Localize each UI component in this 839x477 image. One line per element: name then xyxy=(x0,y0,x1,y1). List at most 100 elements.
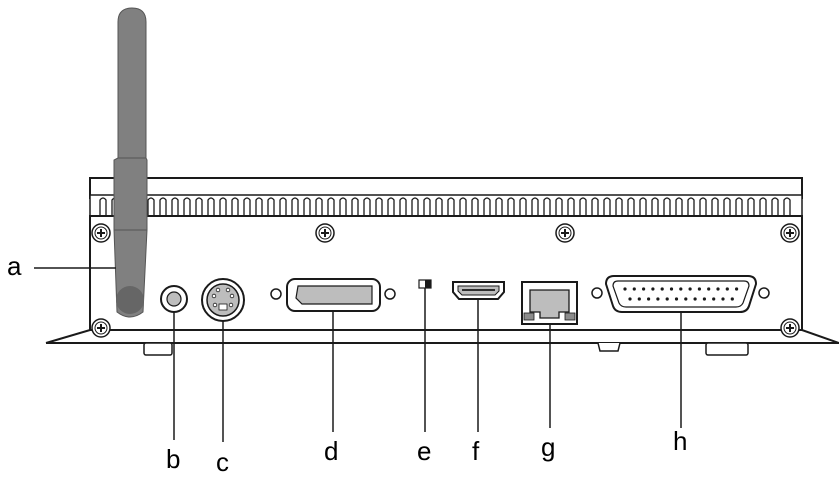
screw-icon xyxy=(315,223,335,243)
heat-sink-fin xyxy=(543,197,551,216)
pin xyxy=(679,287,683,291)
display-port-connector xyxy=(270,278,396,312)
audio-jack-port xyxy=(160,285,188,313)
heat-sink-fin xyxy=(303,197,311,216)
pin xyxy=(721,297,725,301)
heat-sink-fin xyxy=(747,197,755,216)
heat-sink-fin xyxy=(375,197,383,216)
pin xyxy=(688,287,692,291)
heat-sink-fin xyxy=(663,197,671,216)
callout-label-f: f xyxy=(472,436,480,466)
heat-sink-fin xyxy=(279,197,287,216)
heat-sink-fin xyxy=(687,197,695,216)
heat-sink-fin xyxy=(399,197,407,216)
heat-sink-fin xyxy=(603,197,611,216)
pin xyxy=(647,297,651,301)
heat-sink-fin xyxy=(147,197,155,216)
pin xyxy=(707,287,711,291)
base-flange xyxy=(45,329,839,356)
callout-label-g: g xyxy=(541,432,556,462)
pin xyxy=(697,287,702,291)
heat-sink-fin xyxy=(615,197,623,216)
heat-sink-fin xyxy=(483,197,491,216)
pin xyxy=(730,297,734,301)
hdmi-port xyxy=(452,281,505,300)
heat-sink-fin xyxy=(591,197,599,216)
heat-sink-fin xyxy=(207,197,215,216)
mounting-screws xyxy=(91,223,800,338)
heat-sink-fin xyxy=(711,197,719,216)
heat-sink-fins xyxy=(89,177,803,218)
pin xyxy=(725,287,729,291)
pin xyxy=(651,287,655,291)
heat-sink-fin xyxy=(351,197,359,216)
heat-sink-fin xyxy=(699,197,707,216)
heat-sink-fin xyxy=(435,197,443,216)
pin xyxy=(716,287,720,291)
pin xyxy=(684,297,688,301)
pin xyxy=(628,297,632,301)
heat-sink-fin xyxy=(471,197,479,216)
heat-sink-fin xyxy=(363,197,371,216)
heat-sink-fin xyxy=(723,197,731,216)
heat-sink-fin xyxy=(531,197,539,216)
screw-icon xyxy=(91,318,111,338)
heat-sink-fin xyxy=(291,197,299,216)
heat-sink-fin xyxy=(675,197,683,216)
ethernet-port xyxy=(521,281,578,325)
heat-sink-fin xyxy=(783,197,791,216)
heat-sink-fin xyxy=(495,197,503,216)
heat-sink-fin xyxy=(555,197,563,216)
heat-sink-fin xyxy=(567,197,575,216)
heat-sink-fin xyxy=(231,197,239,216)
heat-sink-fin xyxy=(99,197,107,216)
pin xyxy=(702,297,707,301)
antenna xyxy=(113,7,148,318)
heat-sink-fin xyxy=(195,197,203,216)
heat-sink-fin xyxy=(639,197,647,216)
heat-sink-fin xyxy=(771,197,779,216)
heat-sink-fin xyxy=(171,197,179,216)
heat-sink-fin xyxy=(387,197,395,216)
heat-sink-fin xyxy=(423,197,431,216)
heat-sink-fin xyxy=(339,197,347,216)
pin xyxy=(674,297,679,301)
heat-sink-fin xyxy=(759,197,767,216)
heat-sink-fin xyxy=(219,197,227,216)
pin xyxy=(660,287,664,291)
callout-label-h: h xyxy=(673,426,688,456)
heat-sink-fin xyxy=(507,197,515,216)
pin xyxy=(693,297,697,301)
pin xyxy=(637,297,641,301)
pin xyxy=(632,287,636,291)
pin xyxy=(656,297,660,301)
screw-icon xyxy=(555,223,575,243)
callout-label-c: c xyxy=(216,447,229,477)
pin xyxy=(669,287,674,291)
heat-sink-fin xyxy=(459,197,467,216)
heat-sink-fin xyxy=(315,197,323,216)
screw-icon xyxy=(780,318,800,338)
heat-sink-fin xyxy=(651,197,659,216)
serial-dsub-port xyxy=(591,275,770,313)
heat-sink-fin xyxy=(411,197,419,216)
pin xyxy=(665,297,669,301)
leader-lines xyxy=(34,267,682,442)
heat-sink-fin xyxy=(243,197,251,216)
callout-label-b: b xyxy=(166,444,181,474)
mini-din-port xyxy=(201,278,245,322)
screw-icon xyxy=(91,223,111,243)
heat-sink-fin xyxy=(159,197,167,216)
pin xyxy=(712,297,716,301)
status-led xyxy=(418,279,432,289)
callout-label-e: e xyxy=(417,436,432,466)
heat-sink-fin xyxy=(447,197,455,216)
callout-label-d: d xyxy=(324,436,339,466)
heat-sink-fin xyxy=(183,197,191,216)
heat-sink-fin xyxy=(627,197,635,216)
heat-sink-fin xyxy=(579,197,587,216)
heat-sink-fin xyxy=(327,197,335,216)
pin xyxy=(642,287,646,291)
pin xyxy=(735,287,739,291)
